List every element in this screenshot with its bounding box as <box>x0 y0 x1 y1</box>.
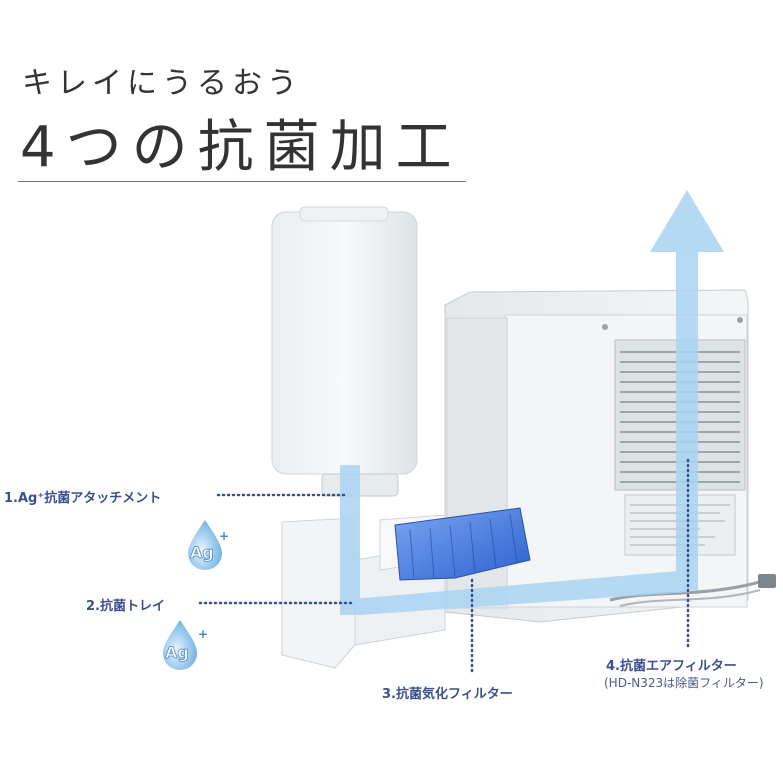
ag-badge-1: Ag + <box>188 520 229 570</box>
vaporizing-filter <box>394 507 531 581</box>
leader-lines <box>198 458 690 674</box>
label-tray: 2.抗菌トレイ <box>86 599 165 614</box>
ag-sup: + <box>219 529 229 543</box>
subtitle: キレイにうるおう <box>22 66 302 101</box>
ag-text: Ag <box>190 543 214 562</box>
ag-badge-2: Ag + <box>163 620 208 670</box>
label-air-filter-note: (HD-N323は除菌フィルター) <box>604 676 764 690</box>
label-ag-attachment: 1.Ag⁺抗菌アタッチメント <box>4 491 162 506</box>
ag-text: Ag <box>165 643 189 662</box>
ag-sup: + <box>198 627 208 641</box>
water-tank <box>271 206 418 497</box>
humidifier-body <box>444 289 776 623</box>
airflow-arrow <box>340 190 724 615</box>
divider <box>18 181 466 182</box>
page-title: 4つの抗菌加工 <box>20 115 462 180</box>
label-air-filter: 4.抗菌エアフィルター <box>606 659 737 674</box>
label-vaporizing-filter: 3.抗菌気化フィルター <box>382 687 513 702</box>
